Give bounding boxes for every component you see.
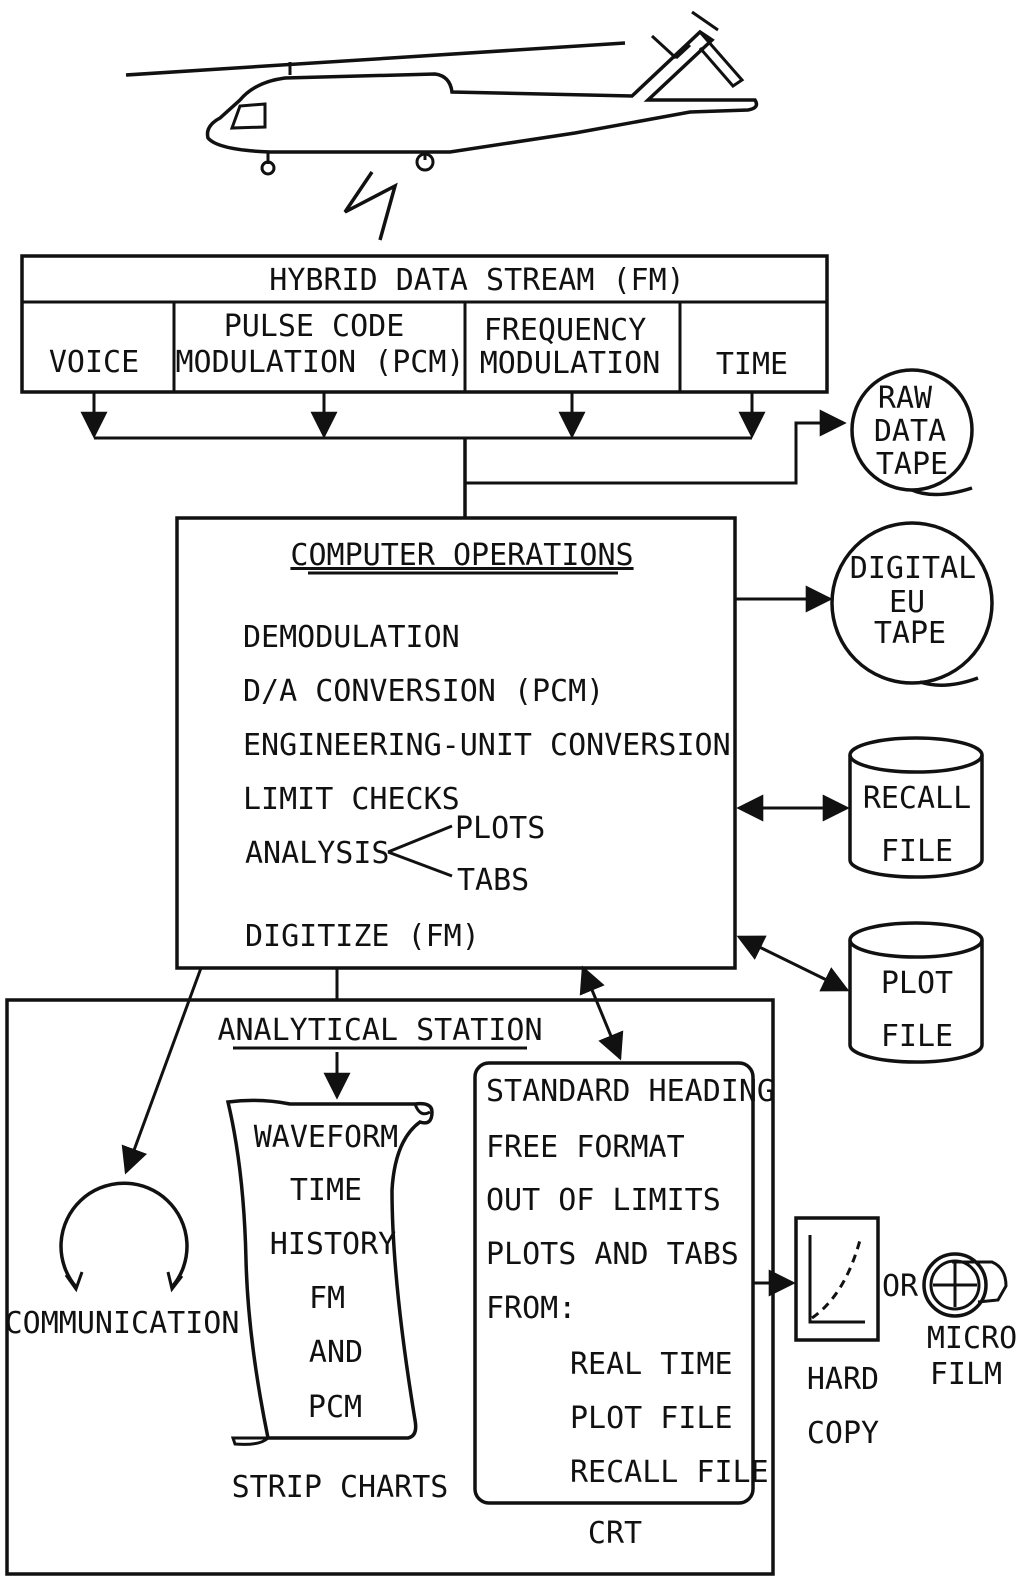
crt-free-format: FREE FORMAT <box>486 1130 685 1165</box>
communication-label: COMMUNICATION <box>5 1306 240 1341</box>
computer-operations-box: COMPUTER OPERATIONS DEMODULATION D/A CON… <box>177 518 735 968</box>
channel-combiner <box>94 392 844 518</box>
crt-caption: CRT <box>588 1516 642 1551</box>
digital-eu-tape-icon: DIGITAL EU TAPE <box>832 523 992 685</box>
raw-tape-line1: RAW <box>878 381 933 416</box>
crt-source-plot-file: PLOT FILE <box>570 1401 733 1436</box>
pcm-label-line1: PULSE CODE <box>224 309 405 344</box>
frequency-label-line1: FREQUENCY <box>484 313 647 348</box>
analytical-station-title: ANALYTICAL STATION <box>217 1013 542 1048</box>
hybrid-data-stream-box: HYBRID DATA STREAM (FM) VOICE PULSE CODE… <box>22 256 827 392</box>
crt-source-real-time: REAL TIME <box>570 1347 733 1382</box>
op-analysis: ANALYSIS <box>245 836 390 871</box>
recall-file-line1: RECALL <box>863 781 971 816</box>
microfilm-reel-icon: MICRO FILM <box>924 1254 1017 1392</box>
strip-line-waveform: WAVEFORM <box>254 1120 399 1155</box>
hard-copy-line1: HARD <box>807 1362 879 1397</box>
crt-standard-heading: STANDARD HEADING <box>486 1074 775 1109</box>
op-da-conversion: D/A CONVERSION (PCM) <box>243 674 604 709</box>
or-label: OR <box>882 1269 919 1304</box>
crt-from: FROM: <box>486 1291 576 1326</box>
raw-data-tape-icon: RAW DATA TAPE <box>852 370 972 495</box>
digital-tape-line1: DIGITAL <box>850 551 976 586</box>
plot-file-line1: PLOT <box>881 966 953 1001</box>
crt-plots-and-tabs: PLOTS AND TABS <box>486 1237 739 1272</box>
pcm-label-line2: MODULATION (PCM) <box>176 345 465 380</box>
recall-file-line2: FILE <box>881 834 953 869</box>
recall-file-cylinder: RECALL FILE <box>850 738 982 877</box>
strip-line-time: TIME <box>290 1173 362 1208</box>
analysis-plots: PLOTS <box>455 811 545 846</box>
op-eu-conversion: ENGINEERING-UNIT CONVERSION <box>243 728 731 763</box>
op-digitize: DIGITIZE (FM) <box>245 919 480 954</box>
crt-source-recall-file: RECALL FILE <box>570 1455 769 1490</box>
analysis-tabs: TABS <box>457 863 529 898</box>
crt-out-of-limits: OUT OF LIMITS <box>486 1183 721 1218</box>
crt-display-box: STANDARD HEADING FREE FORMAT OUT OF LIMI… <box>475 1063 775 1551</box>
strip-line-and: AND <box>309 1335 363 1370</box>
plot-file-line2: FILE <box>881 1019 953 1054</box>
strip-charts-caption: STRIP CHARTS <box>232 1470 449 1505</box>
hard-copy-line2: COPY <box>807 1416 879 1451</box>
raw-tape-line2: DATA <box>874 414 946 449</box>
hybrid-stream-title: HYBRID DATA STREAM (FM) <box>269 263 684 298</box>
digital-tape-line3: TAPE <box>874 616 946 651</box>
strip-line-fm: FM <box>309 1281 345 1316</box>
strip-line-pcm: PCM <box>308 1390 362 1425</box>
microfilm-line2: FILM <box>930 1357 1002 1392</box>
op-limit-checks: LIMIT CHECKS <box>243 782 460 817</box>
strip-line-history: HISTORY <box>270 1227 396 1262</box>
voice-label: VOICE <box>49 345 139 380</box>
microfilm-line1: MICRO <box>927 1321 1017 1356</box>
helicopter-drawing <box>126 12 756 240</box>
communication-icon: COMMUNICATION <box>5 1183 240 1341</box>
raw-tape-line3: TAPE <box>876 447 948 482</box>
computer-operations-title: COMPUTER OPERATIONS <box>290 538 633 573</box>
digital-tape-line2: EU <box>889 585 925 620</box>
time-label: TIME <box>716 347 788 382</box>
frequency-label-line2: MODULATION <box>480 346 661 381</box>
op-demodulation: DEMODULATION <box>243 620 460 655</box>
plot-file-cylinder: PLOT FILE <box>850 923 982 1062</box>
hard-copy-icon: HARD COPY <box>796 1218 879 1451</box>
strip-chart-scroll: WAVEFORM TIME HISTORY FM AND PCM STRIP C… <box>228 1100 448 1505</box>
